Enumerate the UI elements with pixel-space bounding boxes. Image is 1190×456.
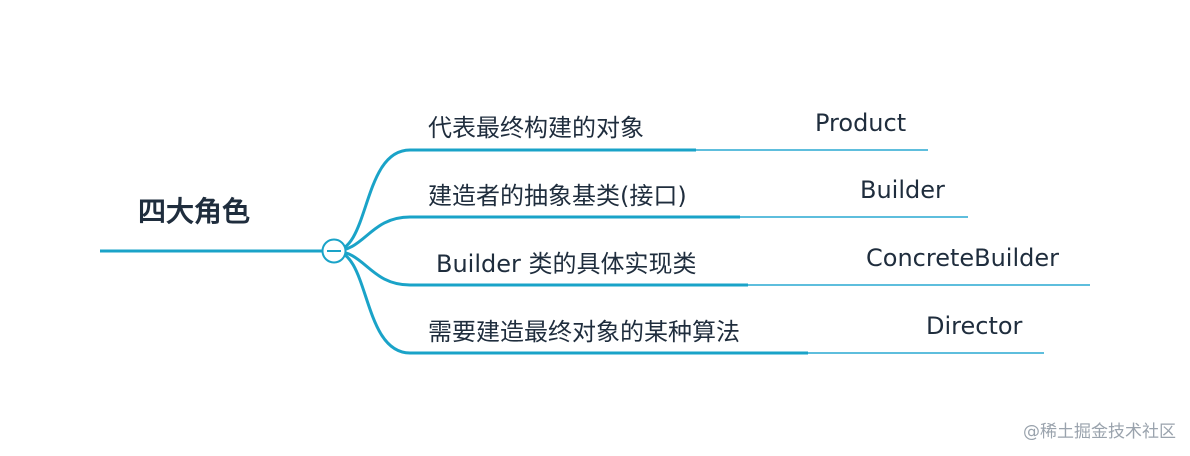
branch-topic-2[interactable]: 建造者的抽象基类(接口) [428, 182, 687, 210]
branch-connector-4 [333, 249, 808, 355]
collapse-toggle[interactable] [321, 238, 347, 264]
root-topic[interactable]: 四大角色 [138, 195, 251, 228]
branch-topic-4[interactable]: 需要建造最终对象的某种算法 [428, 318, 740, 346]
branch-topic-1[interactable]: 代表最终构建的对象 [428, 114, 644, 142]
leaf-topic-builder[interactable]: Builder [860, 176, 945, 204]
branch-connector-1 [333, 148, 696, 253]
branch-topic-3[interactable]: Builder 类的具体实现类 [436, 250, 697, 278]
leaf-topic-concrete-builder[interactable]: ConcreteBuilder [866, 244, 1060, 272]
watermark: @稀土掘金技术社区 [1023, 422, 1176, 442]
leaf-topic-product[interactable]: Product [815, 109, 907, 137]
leaf-topic-director[interactable]: Director [926, 312, 1023, 340]
